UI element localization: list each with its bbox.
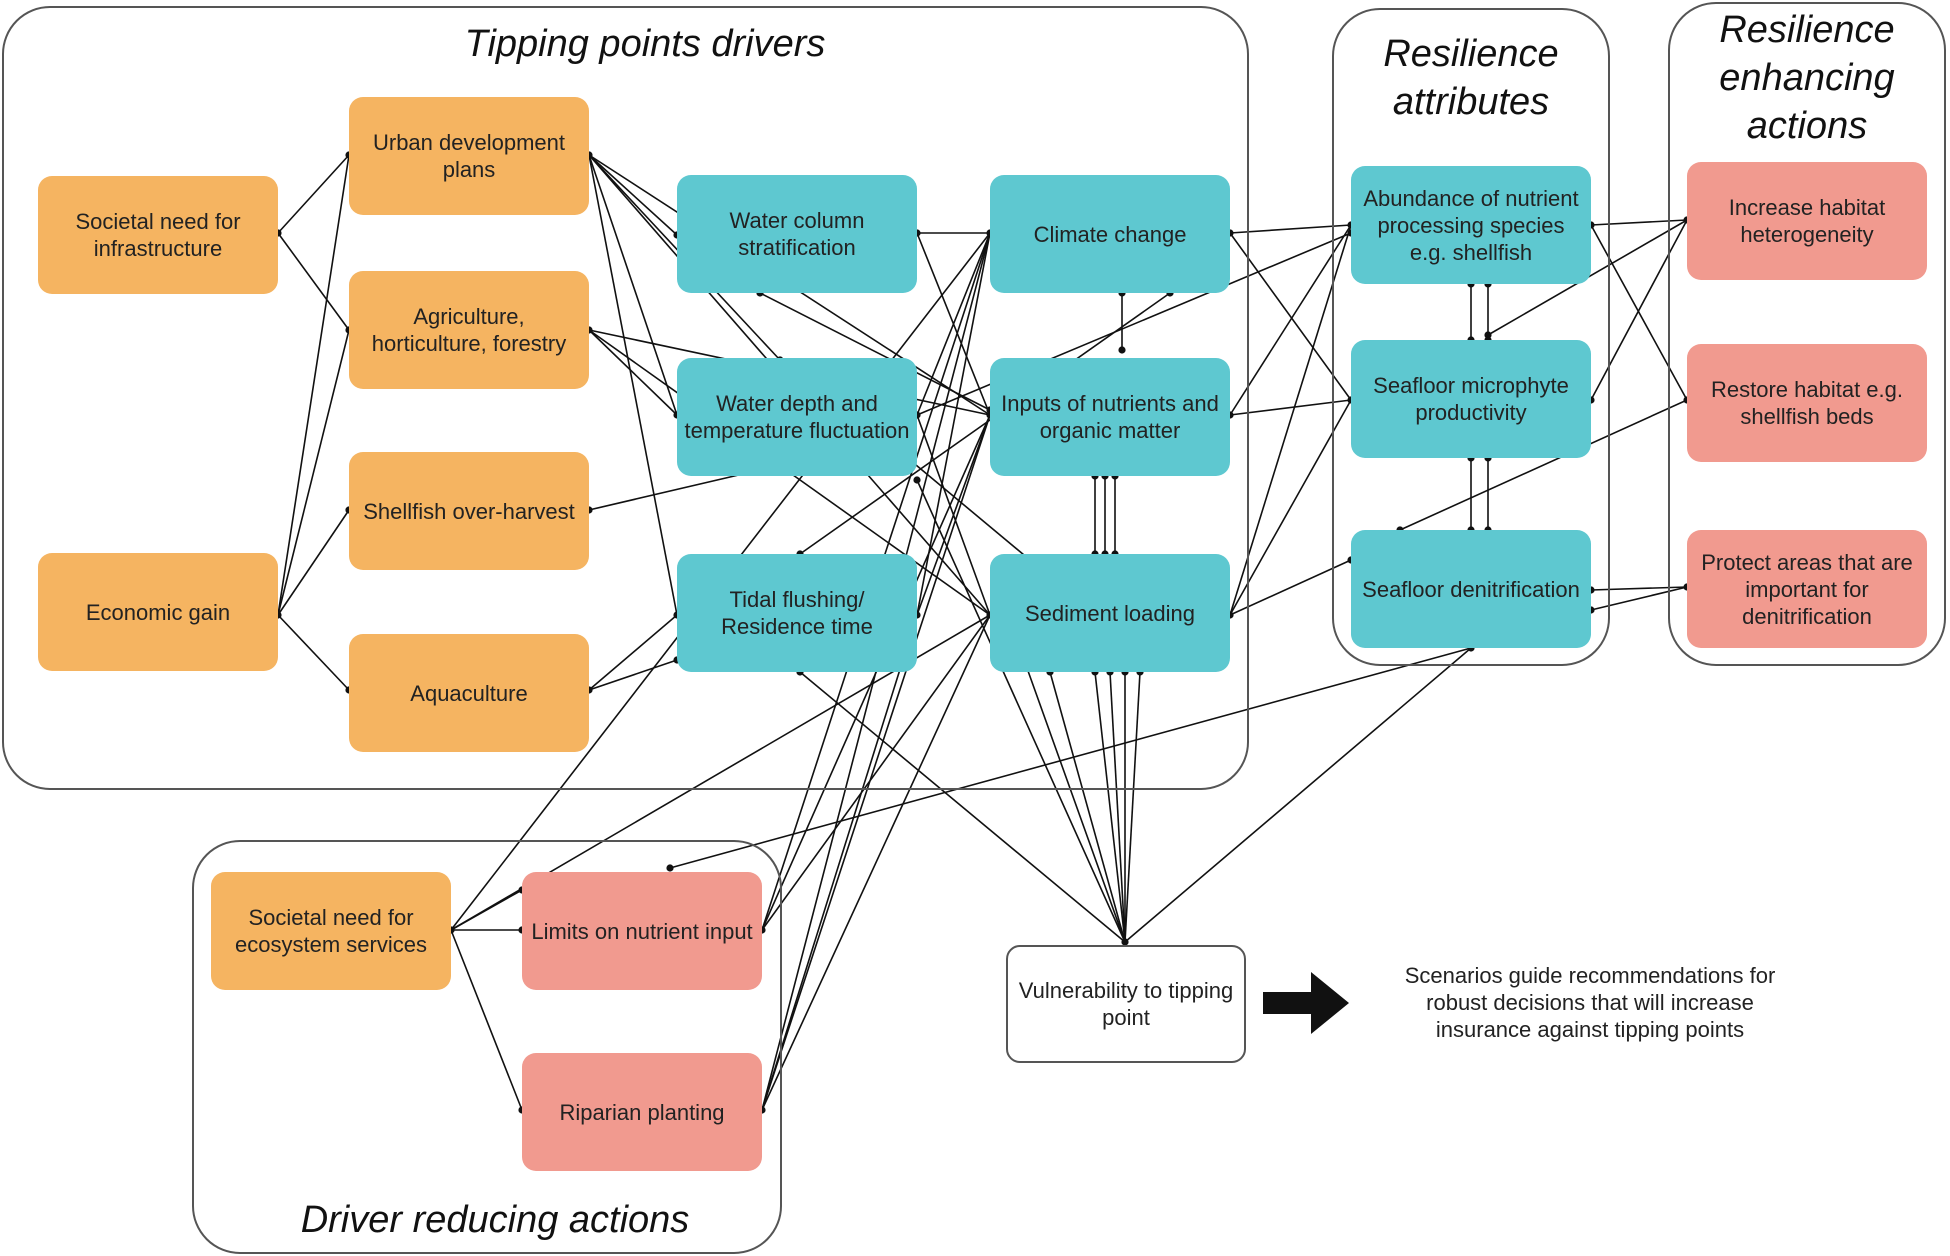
node-urban-development-plans: Urban development plans (349, 97, 589, 215)
connector-line (1124, 647, 1472, 943)
connector-line (588, 154, 678, 416)
connector-line (588, 154, 678, 616)
connector-line (450, 929, 523, 1111)
connector-line (916, 232, 991, 416)
group-title-resilience-enhancing-actions: Resilience enhancing actions (1719, 9, 1895, 147)
node-vulnerability-tipping-point: Vulnerability to tipping point (1006, 945, 1246, 1063)
connector-dot (666, 864, 674, 872)
connector-line (277, 154, 350, 234)
node-increase-habitat-heterogeneity: Increase habitat heterogeneity (1687, 162, 1927, 280)
connector-line (1590, 224, 1688, 401)
connector-line (588, 469, 761, 511)
connector-line (1229, 232, 1352, 401)
node-protect-areas: Protect areas that are important for den… (1687, 530, 1927, 648)
connector-line (1124, 671, 1141, 943)
group-resilience-attributes (1332, 8, 1610, 666)
node-seafloor-microphyte: Seafloor microphyte productivity (1351, 340, 1591, 458)
connector-line (588, 659, 678, 691)
connector-line (588, 329, 678, 416)
connector-line (1229, 399, 1352, 616)
node-aquaculture: Aquaculture (349, 634, 589, 752)
connector-line (916, 479, 1126, 943)
connector-dot (1121, 938, 1129, 946)
connector-line (1590, 586, 1688, 591)
connector-line (799, 671, 1126, 943)
node-tidal-flushing: Tidal flushing/ Residence time (677, 554, 917, 672)
connector-line (916, 232, 1352, 416)
connector-line (588, 154, 678, 236)
node-seafloor-denitrification: Seafloor denitrification (1351, 530, 1591, 648)
connector-line (761, 414, 991, 1111)
connector-dot (1484, 331, 1492, 339)
group-title-tipping-points-drivers: Tipping points drivers (464, 23, 826, 65)
group-tipping-points-drivers (2, 6, 1249, 790)
node-water-column-stratification: Water column stratification (677, 175, 917, 293)
connector-line (1590, 219, 1688, 226)
connector-line (1590, 219, 1688, 401)
connector-dot (1118, 346, 1126, 354)
node-sediment-loading: Sediment loading (990, 554, 1230, 672)
right-arrow-icon (1263, 972, 1349, 1034)
connector-line (761, 614, 918, 1111)
group-resilience-enhancing-actions (1668, 2, 1946, 666)
node-limits-nutrient-input: Limits on nutrient input (522, 872, 762, 990)
connector-line (588, 614, 678, 691)
group-driver-reducing-actions (192, 840, 782, 1254)
node-abundance-species: Abundance of nutrient processing species… (1351, 166, 1591, 284)
node-climate-change: Climate change (990, 175, 1230, 293)
connector-line (909, 459, 1031, 561)
node-shellfish-over-harvest: Shellfish over-harvest (349, 452, 589, 570)
connector-line (1399, 399, 1688, 531)
connector-line (1229, 399, 1352, 416)
connector-line (1229, 224, 1352, 234)
connector-line (277, 509, 350, 616)
node-riparian-planting: Riparian planting (522, 1053, 762, 1171)
connector-line (916, 414, 991, 616)
connector-line (669, 647, 1472, 869)
node-agriculture: Agriculture, horticulture, forestry (349, 271, 589, 389)
connector-line (277, 232, 350, 331)
node-inputs-nutrients: Inputs of nutrients and organic matter (990, 358, 1230, 476)
scenario-note: Scenarios guide recommendations for robu… (1404, 963, 1776, 1042)
connector-line (1109, 671, 1126, 943)
connector-line (1094, 671, 1126, 943)
node-restore-habitat: Restore habitat e.g. shellfish beds (1687, 344, 1927, 462)
node-water-depth-temperature: Water depth and temperature fluctuation (677, 358, 917, 476)
connector-line (1590, 586, 1688, 611)
connector-line (277, 614, 350, 691)
connector-line (1229, 224, 1352, 416)
connector-line (761, 614, 991, 931)
connector-line (761, 614, 991, 1111)
connector-line (1049, 671, 1126, 943)
group-title-resilience-attributes: Resilience attributes (1383, 33, 1559, 123)
connector-dot (913, 476, 921, 484)
group-title-driver-reducing-actions: Driver reducing actions (300, 1199, 690, 1241)
connector-line (759, 292, 991, 411)
node-economic-gain: Economic gain (38, 553, 278, 671)
connector-line (799, 292, 1171, 555)
node-societal-need-infrastructure: Societal need for infrastructure (38, 176, 278, 294)
connector-line (1229, 224, 1352, 616)
connector-line (1229, 559, 1352, 616)
node-societal-need-ecosystem: Societal need for ecosystem services (211, 872, 451, 990)
connector-line (277, 154, 350, 616)
connector-line (277, 329, 350, 616)
